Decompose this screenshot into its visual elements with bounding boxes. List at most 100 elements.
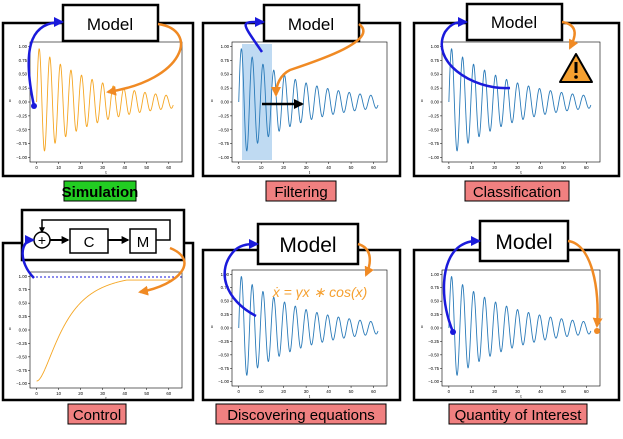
x-tick-label: 40	[538, 165, 543, 170]
panel-label-bg	[448, 403, 588, 425]
x-tick-label: 40	[326, 389, 331, 394]
panel-frame	[412, 21, 621, 178]
x-tick-label: 10	[56, 165, 61, 170]
panel-frame	[412, 248, 621, 402]
y-tick-label: −0.75	[16, 368, 27, 373]
x-tick-label: 10	[469, 165, 474, 170]
x-tick-label: 20	[281, 165, 286, 170]
y-tick-label: −0.50	[218, 352, 229, 357]
x-tick-label: 40	[122, 391, 127, 396]
y-axis-label: x	[211, 324, 214, 329]
summing-plus: +	[38, 232, 46, 248]
plant-label: M	[137, 234, 150, 251]
x-tick-label: 60	[166, 165, 171, 170]
input-arrow	[440, 17, 511, 90]
y-tick-label: 1.00	[221, 44, 230, 49]
x-tick-label: 30	[304, 165, 309, 170]
y-tick-label: −0.50	[16, 127, 27, 132]
x-tick-label: 50	[561, 165, 566, 170]
model-label: Model	[288, 15, 334, 34]
panel-classification: 1.000.750.500.250.00−0.25−0.50−0.75−1.00…	[412, 2, 621, 202]
y-tick-label: 0.25	[19, 86, 28, 91]
plot-area: 1.000.750.500.250.00−0.25−0.50−0.75−1.00…	[211, 41, 388, 175]
y-tick-label: −0.50	[16, 354, 27, 359]
x-tick-label: 10	[259, 165, 264, 170]
input-arrow	[244, 16, 265, 53]
y-tick-label: 0.00	[431, 100, 440, 105]
y-tick-label: −1.00	[428, 379, 439, 384]
y-tick-label: −0.75	[218, 366, 229, 371]
output-arrow	[567, 239, 603, 328]
panel-label-bg	[464, 180, 570, 202]
panel-label: Filtering	[274, 184, 327, 201]
x-tick-label: 0	[448, 389, 451, 394]
y-tick-label: 0.25	[431, 86, 440, 91]
y-tick-label: −0.75	[428, 366, 439, 371]
x-tick-label: 40	[538, 389, 543, 394]
input-arrow	[442, 236, 481, 333]
y-axis-label: x	[9, 98, 12, 103]
y-tick-label: 0.25	[221, 86, 230, 91]
y-tick-label: −0.25	[428, 339, 439, 344]
panel-simulation: 1.000.750.500.250.00−0.25−0.50−0.75−1.00…	[1, 3, 195, 202]
panel-frame	[1, 241, 195, 402]
x-tick-label: 0	[238, 165, 241, 170]
input-point	[450, 329, 456, 335]
y-tick-label: 1.00	[19, 44, 28, 49]
y-tick-label: −0.25	[218, 339, 229, 344]
x-tick-label: 20	[78, 391, 83, 396]
x-tick-label: 20	[492, 389, 497, 394]
y-tick-label: 0.50	[19, 301, 28, 306]
x-tick-label: 0	[448, 165, 451, 170]
controller-box	[69, 228, 109, 254]
model-label: Model	[87, 15, 133, 34]
y-tick-label: 0.00	[19, 328, 28, 333]
x-tick-label: 50	[349, 165, 354, 170]
y-tick-label: −1.00	[218, 155, 229, 160]
y-tick-label: 0.50	[221, 72, 230, 77]
signal-line	[448, 48, 592, 152]
panel-label: Classification	[473, 184, 561, 201]
signal-line	[36, 279, 174, 382]
x-axis-label: t	[105, 396, 107, 401]
y-tick-label: −1.00	[16, 381, 27, 386]
panel-frame	[201, 248, 402, 402]
y-tick-label: 0.00	[221, 326, 230, 331]
y-tick-label: 0.75	[221, 58, 230, 63]
x-axis-label: t	[105, 170, 107, 175]
plot-area: 1.000.750.500.250.00−0.25−0.50−0.75−1.00…	[421, 41, 601, 175]
output-arrow	[357, 242, 374, 277]
x-tick-label: 0	[35, 165, 38, 170]
panel-label: Quantity of Interest	[455, 407, 583, 424]
y-tick-label: 0.75	[431, 285, 440, 290]
y-tick-label: −0.50	[428, 127, 439, 132]
x-tick-label: 30	[304, 389, 309, 394]
x-tick-label: 10	[259, 389, 264, 394]
x-axis-label: t	[520, 394, 522, 399]
panel-label: Discovering equations	[227, 407, 375, 424]
panel-label-bg	[265, 180, 337, 202]
feedback-path	[39, 219, 171, 241]
x-tick-label: 30	[515, 389, 520, 394]
warning-icon	[559, 53, 593, 83]
output-arrow	[106, 22, 183, 96]
signal-line	[238, 276, 379, 376]
x-axis-label: t	[309, 170, 311, 175]
signal-line	[36, 48, 174, 152]
y-tick-label: −1.00	[16, 155, 27, 160]
x-tick-label: 0	[35, 391, 38, 396]
model-box	[61, 3, 160, 43]
y-axis-label: x	[211, 98, 214, 103]
panel-control: 1.000.750.500.250.00−0.25−0.50−0.75−1.00…	[1, 208, 195, 425]
y-tick-label: −1.00	[218, 379, 229, 384]
plot-area: 1.000.750.500.250.00−0.25−0.50−0.75−1.00…	[211, 269, 388, 399]
x-axis-label: t	[520, 170, 522, 175]
x-tick-label: 20	[78, 165, 83, 170]
y-tick-label: 0.25	[221, 312, 230, 317]
plot-area: 1.000.750.500.250.00−0.25−0.50−0.75−1.00…	[421, 269, 601, 399]
x-tick-label: 60	[584, 389, 589, 394]
y-tick-label: 1.00	[431, 44, 440, 49]
y-tick-label: 0.50	[19, 72, 28, 77]
x-tick-label: 20	[281, 389, 286, 394]
